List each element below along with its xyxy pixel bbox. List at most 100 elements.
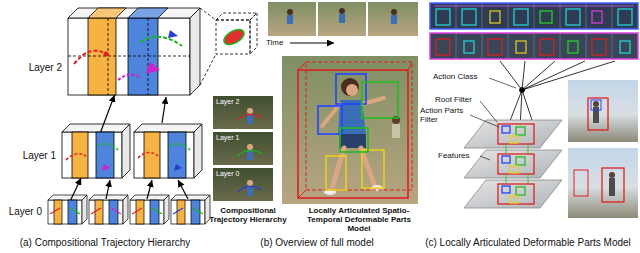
axis-label: Time — [266, 38, 283, 47]
layer0-block — [89, 195, 128, 200]
label-leaders — [470, 78, 516, 160]
video-strips — [464, 41, 474, 53]
layer-thumbnails — [247, 144, 253, 150]
feature-stack — [464, 150, 562, 178]
video-strips — [456, 3, 457, 29]
layer2-block — [128, 8, 168, 18]
layer-thumbnails — [247, 180, 253, 186]
feature-stack — [506, 144, 507, 154]
layer-thumbnails — [247, 186, 253, 196]
part-boxes — [306, 62, 412, 190]
layer-thumbnails — [213, 96, 273, 201]
scene-photos — [588, 98, 608, 130]
trajectory-marks — [138, 152, 158, 158]
layer-label: Layer 2 — [216, 98, 239, 106]
video-frames — [368, 2, 418, 36]
scene-photos — [609, 172, 615, 178]
trajectory-marks — [50, 208, 60, 214]
video-frames — [268, 2, 316, 36]
layer0-block — [177, 200, 185, 224]
trajectory-marks — [50, 208, 203, 214]
zoom-cube — [221, 26, 246, 47]
girl-photo — [341, 78, 359, 96]
layer-label: Layer 1 — [23, 150, 56, 161]
layer2-block — [128, 18, 158, 95]
feature-stack — [502, 126, 510, 133]
layer2-block — [108, 18, 109, 95]
video-strips — [462, 9, 476, 25]
composition-arrow — [106, 97, 188, 199]
layer0-block — [48, 200, 82, 224]
layer2-block — [68, 18, 190, 95]
girl-photo — [346, 84, 358, 96]
layer1-block — [62, 132, 122, 178]
model-links — [520, 88, 525, 93]
layer-thumbnails — [238, 186, 262, 192]
feature-stack — [464, 120, 562, 208]
video-strips — [620, 41, 630, 53]
video-frames — [339, 8, 345, 14]
trajectory-marks — [174, 164, 182, 171]
zoom-cube — [216, 20, 250, 54]
part-boxes — [298, 62, 412, 198]
video-frames — [318, 2, 366, 36]
video-strips — [612, 3, 613, 29]
label-leaders — [489, 78, 516, 88]
video-strips — [560, 3, 561, 29]
scene-photos — [568, 80, 638, 218]
layer1-block — [96, 132, 114, 178]
feature-stack — [464, 180, 562, 208]
layer-thumbnails — [213, 168, 273, 201]
trajectory-marks — [170, 144, 190, 150]
layer1-block — [62, 124, 130, 132]
video-strips — [482, 3, 483, 29]
video-strips — [436, 39, 450, 55]
layer1-block — [134, 124, 202, 132]
girl-photo — [322, 104, 340, 126]
trajectory-marks — [91, 208, 101, 214]
layer0-block — [89, 200, 123, 224]
layer-thumbnails — [238, 114, 262, 120]
video-strips — [488, 39, 502, 55]
subfigure-title: Compositional Trajectory Hierarchy — [208, 206, 288, 224]
model-links — [522, 61, 525, 90]
video-frames — [391, 9, 397, 15]
feature-stack — [498, 154, 534, 174]
trajectory-marks — [66, 144, 190, 171]
layer-thumbnails — [213, 96, 273, 129]
trajectory-marks — [111, 208, 121, 214]
trajectory-marks — [140, 37, 182, 46]
label-leaders — [480, 156, 490, 160]
video-strips — [586, 3, 587, 29]
video-strips — [592, 39, 606, 55]
trajectory-marks — [173, 208, 183, 214]
video-strips — [540, 39, 554, 55]
panel-caption: (a) Compositional Trajectory Hierarchy — [0, 237, 210, 249]
part-boxes — [326, 156, 346, 190]
part-label: Action Parts Filter — [420, 106, 470, 124]
video-strips — [618, 9, 632, 25]
trajectory-marks — [118, 74, 140, 80]
trajectory-marks — [70, 208, 80, 214]
video-strips — [430, 3, 638, 29]
video-strips — [508, 33, 509, 59]
trajectory-marks — [102, 164, 110, 171]
video-strips — [436, 9, 632, 55]
video-strips — [540, 11, 552, 23]
layer2-block — [148, 18, 149, 95]
scene-photos — [568, 80, 638, 142]
composition-arrow — [178, 180, 188, 199]
layer0-block — [171, 200, 205, 224]
panel-caption: (c) Locally Articulated Deformable Parts… — [420, 237, 636, 249]
video-frames — [287, 9, 293, 15]
model-links — [500, 61, 522, 90]
layer0-block — [54, 200, 62, 224]
layer0-block — [48, 195, 87, 200]
video-strips — [434, 6, 634, 7]
composition-arrow — [106, 180, 110, 199]
feature-stack — [498, 124, 534, 144]
part-label: Root Filter — [435, 95, 472, 104]
trajectory-marks — [104, 52, 109, 57]
